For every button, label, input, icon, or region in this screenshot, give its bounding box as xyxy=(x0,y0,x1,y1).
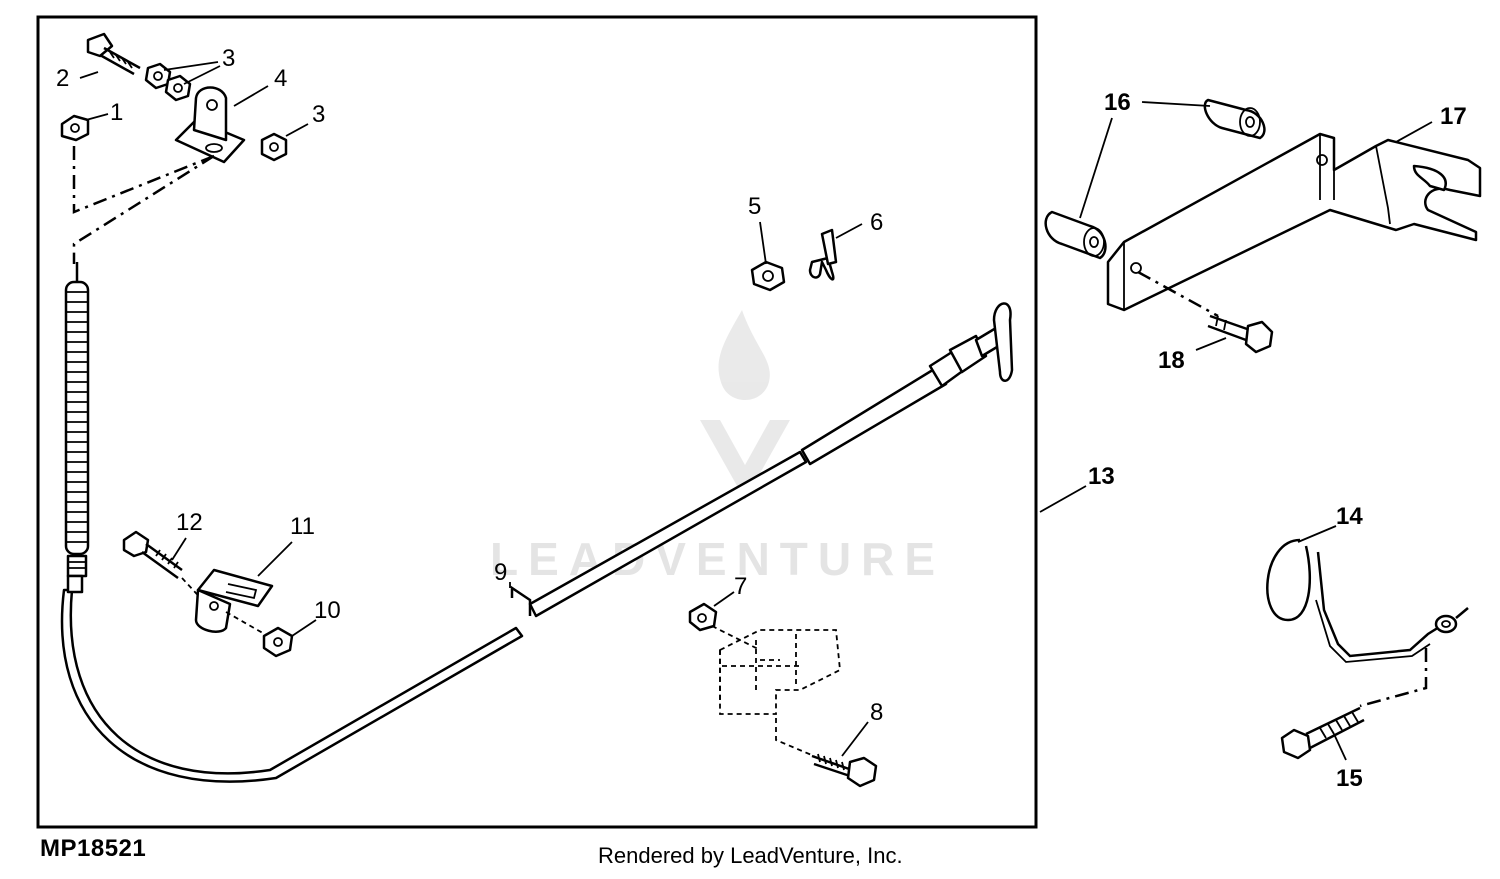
callout-11: 11 xyxy=(290,513,315,540)
callout-12: 12 xyxy=(176,509,203,536)
clip-6 xyxy=(808,228,838,281)
assembly-line-8 xyxy=(775,718,815,757)
callout-14: 14 xyxy=(1336,503,1363,530)
nut-1 xyxy=(60,114,90,142)
callout-10: 10 xyxy=(314,597,341,624)
assembly-line-2 xyxy=(72,154,215,264)
clamp-bracket-11 xyxy=(194,568,274,633)
callout-18: 18 xyxy=(1158,347,1185,374)
bolt-18 xyxy=(1207,314,1274,354)
callout-9: 9 xyxy=(494,559,507,586)
diagram-frame xyxy=(36,15,1038,829)
cable-end-fitting xyxy=(66,574,84,594)
nut-5 xyxy=(750,260,786,292)
callout-16: 16 xyxy=(1104,89,1131,116)
mounting-block-phantom xyxy=(719,629,841,715)
spacer-16b xyxy=(1044,210,1107,260)
callout-7: 7 xyxy=(734,573,747,600)
spacer-16a xyxy=(1203,98,1266,140)
callout-5: 5 xyxy=(748,193,761,220)
cable-break-mark xyxy=(510,585,532,616)
callout-2: 2 xyxy=(56,65,69,92)
render-credit: Rendered by LeadVenture, Inc. xyxy=(598,843,903,868)
nut-3c xyxy=(260,132,288,162)
spring-pin-14 xyxy=(1266,538,1469,663)
nut-10 xyxy=(262,626,294,658)
assembly-line-7 xyxy=(711,625,761,651)
callout-17: 17 xyxy=(1440,103,1467,130)
bolt-2 xyxy=(86,32,141,76)
figure-id: MP18521 xyxy=(40,835,147,862)
cable-rod-section xyxy=(528,450,808,618)
bracket-4 xyxy=(174,86,246,164)
cable-upper-sleeve xyxy=(800,366,948,466)
assembly-line-10 xyxy=(225,611,269,637)
callout-8: 8 xyxy=(870,699,883,726)
callout-6: 6 xyxy=(870,209,883,236)
cable-knob-handle xyxy=(928,302,1014,388)
bracket-17 xyxy=(1106,132,1482,312)
bolt-15 xyxy=(1280,706,1365,760)
cable-spring-sleeve xyxy=(64,262,90,578)
callout-3a: 3 xyxy=(222,45,235,72)
watermark-logo: LEADVENTURE xyxy=(490,310,945,585)
bolt-12 xyxy=(122,530,183,580)
control-cable xyxy=(60,588,524,783)
leader-lines xyxy=(79,61,1433,761)
callout-4: 4 xyxy=(274,65,287,92)
callout-3b: 3 xyxy=(312,101,325,128)
callout-1: 1 xyxy=(110,99,123,126)
assembly-line-15 xyxy=(1359,648,1428,708)
nut-3b xyxy=(164,74,192,102)
bolt-8 xyxy=(811,753,878,788)
callout-13: 13 xyxy=(1088,463,1115,490)
callout-15: 15 xyxy=(1336,765,1363,792)
assembly-line-1 xyxy=(72,146,215,214)
watermark-text: LEADVENTURE xyxy=(490,533,945,585)
